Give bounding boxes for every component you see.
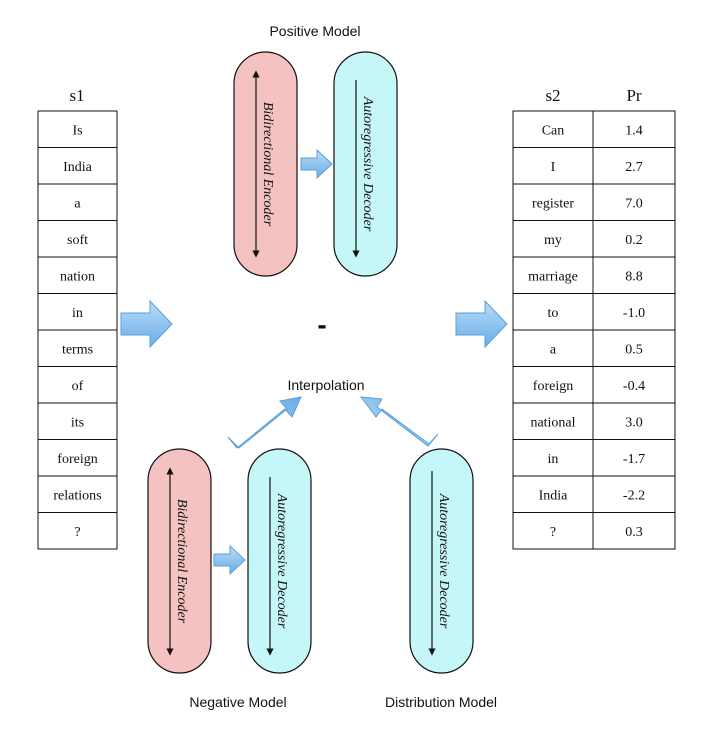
- s2-token-cell: [512, 366, 594, 404]
- s2-token-cell: [512, 439, 594, 477]
- s2-pr-value: 2.7: [625, 160, 643, 175]
- s1-token: Is: [72, 123, 82, 138]
- s1-cell: [37, 439, 118, 477]
- s2-pr-value: -0.4: [623, 379, 645, 394]
- s1-cell: [37, 475, 118, 513]
- s2-token-cell: [512, 402, 594, 440]
- distribution-model-title: Distribution Model: [385, 694, 497, 710]
- s1-to-models-arrow: [120, 299, 173, 349]
- s2-token: a: [550, 342, 557, 357]
- s2-pr-cell: [592, 329, 676, 367]
- s2-pr-cell: [592, 402, 676, 440]
- positive-decoder-label: Autoregressive Decoder: [360, 96, 375, 232]
- s1-token: ?: [74, 525, 80, 540]
- s2-pr-value: 0.5: [625, 342, 643, 357]
- s1-token: soft: [67, 233, 88, 248]
- s1-cell: [37, 183, 118, 221]
- positive-model: Bidirectional Encoder Autoregressive Dec…: [233, 51, 398, 277]
- s1-token: India: [63, 160, 93, 175]
- s2-token: register: [532, 196, 574, 211]
- s2-token-cell: [512, 512, 594, 550]
- interpolation-label: Interpolation: [287, 377, 364, 393]
- s1-token: foreign: [57, 452, 97, 467]
- s1-token: its: [71, 415, 84, 430]
- s1-token: nation: [60, 269, 95, 284]
- negative-decoder-pill: [247, 448, 312, 674]
- positive-enc-to-dec-arrow: [300, 148, 333, 180]
- s2-token: foreign: [533, 379, 573, 394]
- distribution-model: Autoregressive Decoder: [409, 448, 474, 674]
- s2-pr-value: -1.7: [623, 452, 645, 467]
- negative-encoder-pill: [147, 448, 212, 674]
- pr-header: Pr: [626, 86, 641, 105]
- s2-pr-value: 0.2: [625, 233, 643, 248]
- s2-header: s2: [545, 86, 560, 105]
- negative-model: Bidirectional Encoder Autoregressive Dec…: [147, 448, 312, 674]
- s2-pr-cell: [592, 256, 676, 294]
- s2-token-cell: [512, 293, 594, 331]
- s2-pr-value: 8.8: [625, 269, 643, 284]
- s2-token: ?: [550, 525, 556, 540]
- s2-pr-value: 7.0: [625, 196, 643, 211]
- models-to-s2-arrow: [455, 299, 508, 349]
- s2-token: national: [530, 415, 575, 430]
- s2-pr-value: -2.2: [623, 488, 645, 503]
- s2-token: my: [544, 233, 562, 248]
- negative-enc-to-dec-arrow: [213, 544, 246, 576]
- s2-token: to: [548, 306, 559, 321]
- s2-pr-cell: [592, 147, 676, 185]
- negative-encoder-label: Bidirectional Encoder: [174, 499, 189, 624]
- distribution-decoder-pill: [409, 448, 474, 674]
- s2-token-cell: [512, 256, 594, 294]
- s1-token: in: [72, 306, 83, 321]
- s2-pr-cell: [592, 512, 676, 550]
- s2-pr-value: -1.0: [623, 306, 645, 321]
- positive-encoder-label: Bidirectional Encoder: [260, 102, 275, 227]
- s2-token-cell: [512, 183, 594, 221]
- s2-token-cell: [512, 220, 594, 258]
- s1-cell: [37, 293, 118, 331]
- minus-operator: -: [317, 309, 326, 340]
- s1-token: a: [74, 196, 81, 211]
- s2-token: India: [539, 488, 569, 503]
- s1-token: of: [72, 379, 84, 394]
- negative-decoder-label: Autoregressive Decoder: [274, 493, 289, 629]
- s2-pr-cell: [592, 293, 676, 331]
- positive-model-title: Positive Model: [269, 23, 360, 39]
- s2-token: in: [548, 452, 559, 467]
- positive-decoder-pill: [333, 51, 398, 277]
- s1-cell: [37, 147, 118, 185]
- s2-pr-cell: [592, 183, 676, 221]
- s2-pr-value: 1.4: [625, 123, 643, 138]
- s2-token: I: [551, 160, 556, 175]
- s2-token: marriage: [528, 269, 578, 284]
- s2-pr-value: 0.3: [625, 525, 643, 540]
- distribution-to-interpolation-arrow: [359, 396, 439, 447]
- s1-token: terms: [62, 342, 93, 357]
- s1-cell: [37, 512, 118, 550]
- s2-pr-value: 3.0: [625, 415, 643, 430]
- s2-pr-cell: [592, 220, 676, 258]
- s2-token-table: Can 1.4I 2.7 register 7.0 my 0.2 marriage 8.8 to -…: [512, 110, 676, 550]
- s2-token: Can: [542, 123, 565, 138]
- s1-cell: [37, 110, 118, 148]
- s1-token: relations: [53, 488, 101, 503]
- s1-header: s1: [69, 86, 84, 105]
- distribution-decoder-label: Autoregressive Decoder: [436, 493, 451, 629]
- negative-to-interpolation-arrow: [227, 396, 302, 449]
- positive-encoder-pill: [233, 51, 298, 277]
- negative-model-title: Negative Model: [189, 694, 286, 710]
- s2-pr-cell: [592, 366, 676, 404]
- s2-pr-cell: [592, 110, 676, 148]
- s1-cell: [37, 220, 118, 258]
- s1-cell: [37, 366, 118, 404]
